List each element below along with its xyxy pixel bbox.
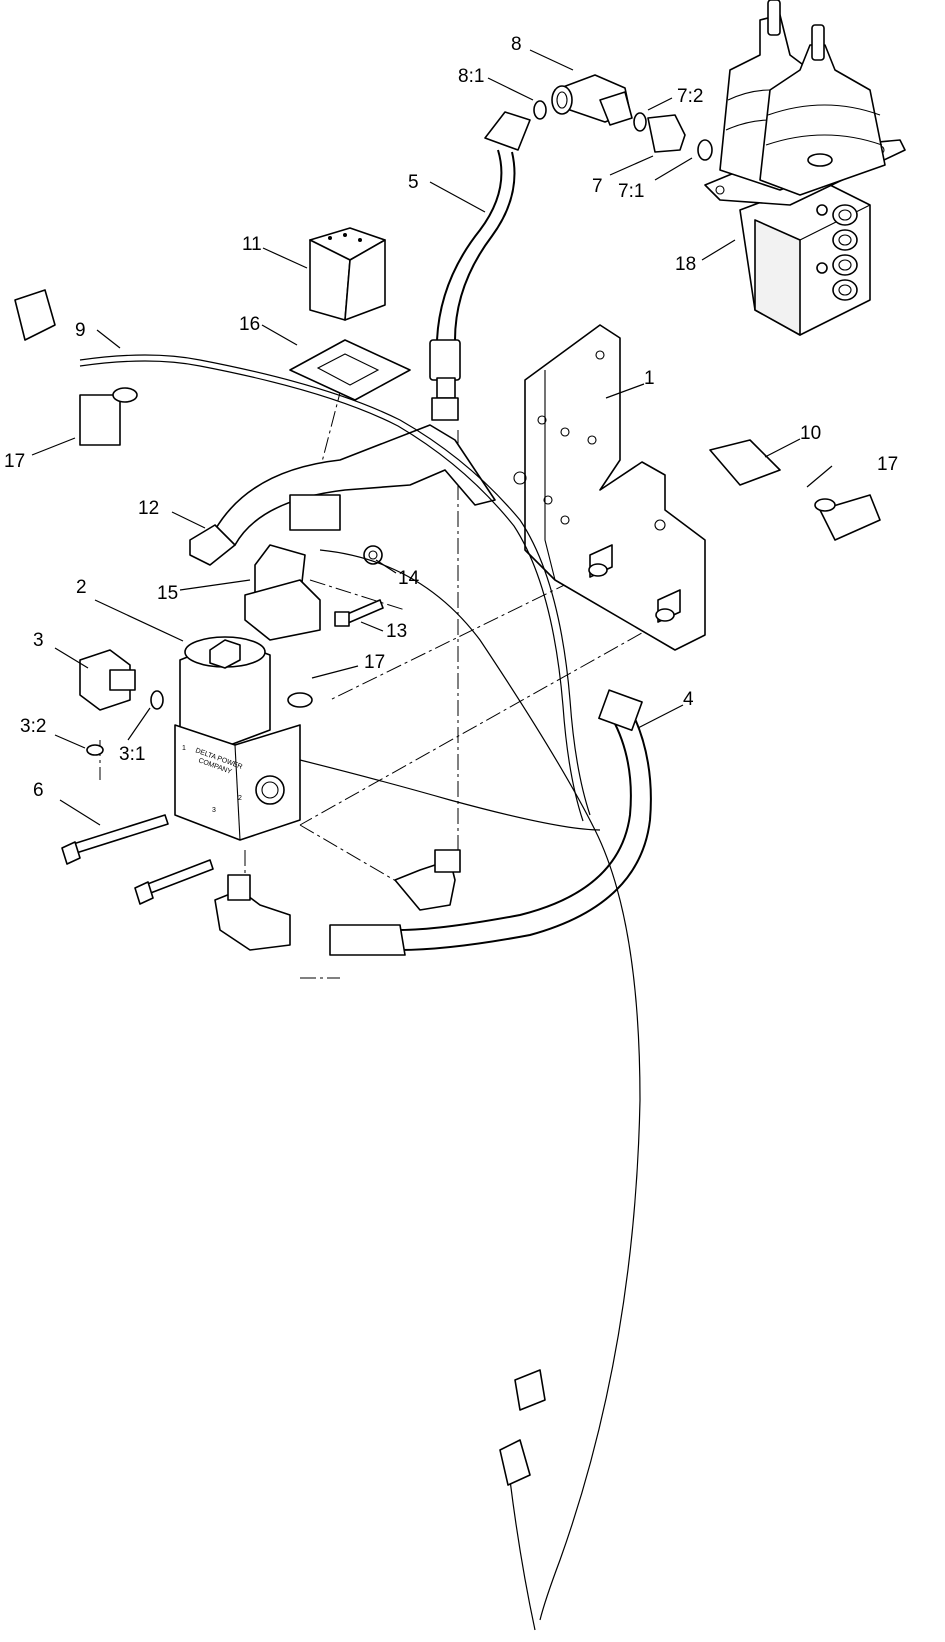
callout-3-1: 3:1 (119, 744, 145, 765)
solenoid-valve: DELTA POWER COMPANY 1 2 3 (174, 636, 301, 841)
callout-8: 8 (511, 34, 522, 55)
callout-9: 9 (75, 320, 86, 341)
callout-2: 2 (76, 577, 87, 598)
switch-decal (289, 339, 411, 401)
elbow-fitting-lower-left (214, 874, 291, 951)
wiring-harness (79, 354, 641, 1631)
bolt-13 (334, 599, 384, 627)
cable-ties (112, 387, 836, 708)
callout-17-right: 17 (877, 454, 898, 475)
valve-port-2-label: 2 (238, 795, 242, 802)
callout-18: 18 (675, 254, 696, 275)
callout-17-left: 17 (4, 451, 25, 472)
mounting-bracket (513, 324, 706, 651)
callout-4: 4 (683, 689, 694, 710)
adapter-fitting (633, 112, 713, 161)
elbow-fitting-lower-right (394, 849, 461, 911)
rocker-switch (309, 227, 386, 321)
wire-connector-pigtail (709, 439, 881, 541)
callout-5: 5 (408, 172, 419, 193)
joystick-control-valve (704, 0, 906, 336)
callout-3: 3 (33, 630, 44, 651)
callout-7-2: 7:2 (677, 86, 703, 107)
callout-15: 15 (157, 583, 178, 604)
callout-6: 6 (33, 780, 44, 801)
callout-12: 12 (138, 498, 159, 519)
valve-port-3-label: 3 (212, 807, 216, 814)
callout-11: 11 (242, 234, 262, 255)
callout-1: 1 (644, 368, 655, 389)
hydraulic-hose-upper (429, 100, 547, 421)
callout-7-1: 7:1 (618, 181, 644, 202)
bolt-6-upper (61, 814, 169, 865)
tube-guard-assembly (189, 424, 496, 566)
callout-10: 10 (800, 423, 821, 444)
valve-port-1-label: 1 (182, 745, 186, 752)
callout-16: 16 (239, 314, 260, 335)
callout-8-1: 8:1 (458, 66, 484, 87)
callout-17-center: 17 (364, 652, 385, 673)
callout-14: 14 (398, 568, 420, 589)
callout-3-2: 3:2 (20, 716, 46, 737)
callout-leaders (31, 49, 833, 826)
hydraulic-hose-lower (329, 689, 652, 956)
elbow-fitting-3 (79, 649, 164, 756)
bolt-6-lower (134, 859, 214, 905)
callout-labels: 1 2 3 3:1 3:2 4 5 6 7 7:1 7:2 8 8:1 9 10… (4, 34, 898, 801)
wire-connector-upper-left (14, 289, 121, 446)
callout-13: 13 (386, 621, 407, 642)
callout-7: 7 (592, 176, 603, 197)
elbow-fitting-upper (551, 74, 633, 126)
wire-connector-lower (499, 1369, 546, 1486)
relay (244, 494, 341, 641)
